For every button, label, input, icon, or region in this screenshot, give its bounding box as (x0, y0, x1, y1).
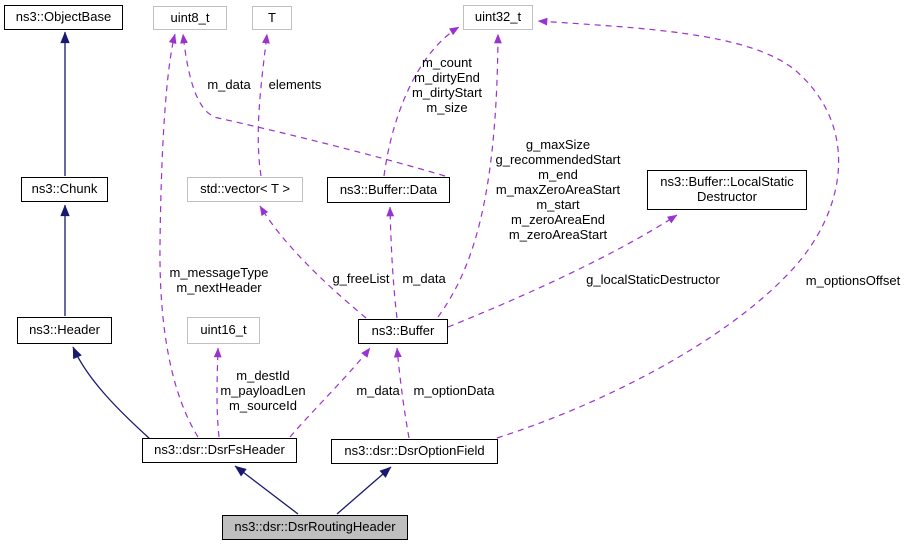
edge-optionfield-uses-uint32 (496, 17, 840, 439)
node-ns3-dsr-dsroptionfield[interactable]: ns3::dsr::DsrOptionField (331, 439, 498, 464)
edge-buffer-uses-localstatic (447, 214, 678, 328)
edge-fsheader-uses-uint16 (213, 347, 222, 438)
edge-buffer-uses-uint32 (437, 33, 502, 318)
edge-fsheader-inherits-header (72, 346, 151, 440)
node-ns3-chunk[interactable]: ns3::Chunk (21, 177, 108, 202)
node-t: T (252, 6, 292, 30)
edge-buffer-uses-vector (259, 205, 367, 319)
edge-fsheader-uses-buffer (289, 347, 371, 438)
node-ns3-objectbase[interactable]: ns3::ObjectBase (4, 5, 123, 30)
node-ns3-header[interactable]: ns3::Header (17, 317, 112, 344)
edge-buffer-uses-bufferdata (386, 206, 398, 319)
node-uint16-t: uint16_t (187, 317, 260, 344)
node-ns3-buffer-data[interactable]: ns3::Buffer::Data (327, 177, 450, 203)
node-ns3-dsr-dsrroutingheader: ns3::dsr::DsrRoutingHeader (222, 515, 408, 540)
edge-bufferdata-uses-uint32 (383, 26, 460, 177)
edge-bufferdata-uses-uint8 (180, 33, 446, 177)
node-ns3-buffer-localstatic-destructor[interactable]: ns3::Buffer::LocalStatic Destructor (647, 170, 807, 210)
node-uint32-t: uint32_t (463, 5, 533, 30)
edge-vector-uses-t (257, 33, 270, 177)
node-ns3-buffer[interactable]: ns3::Buffer (358, 319, 448, 344)
edge-routingheader-inherits-fsheader (234, 465, 299, 515)
edge-fsheader-uses-uint8 (159, 33, 199, 438)
edge-routingheader-inherits-optionfield (336, 466, 392, 515)
node-uint8-t: uint8_t (153, 6, 227, 30)
node-std-vector: std::vector< T > (187, 177, 303, 202)
node-ns3-dsr-dsrfsheader[interactable]: ns3::dsr::DsrFsHeader (142, 438, 297, 463)
edge-optionfield-uses-buffer (393, 347, 410, 439)
